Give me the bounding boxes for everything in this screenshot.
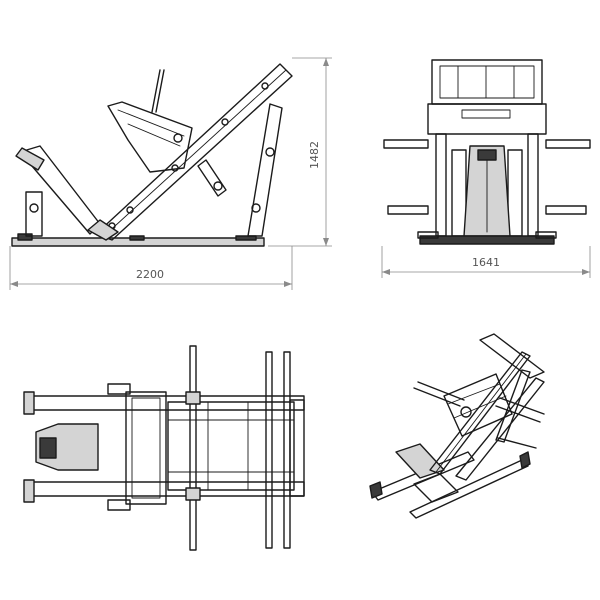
- top-view: [23, 345, 305, 551]
- isometric-view: [369, 333, 545, 519]
- side-height-label: 1482: [308, 141, 321, 169]
- side-length-label: 2200: [136, 268, 164, 281]
- front-width-dimension: 1641: [381, 246, 591, 278]
- side-height-dimension: 1482: [268, 57, 332, 247]
- front-view: [383, 59, 591, 245]
- side-length-dimension: 2200: [9, 246, 293, 290]
- side-view: [11, 63, 293, 247]
- front-width-label: 1641: [472, 256, 500, 269]
